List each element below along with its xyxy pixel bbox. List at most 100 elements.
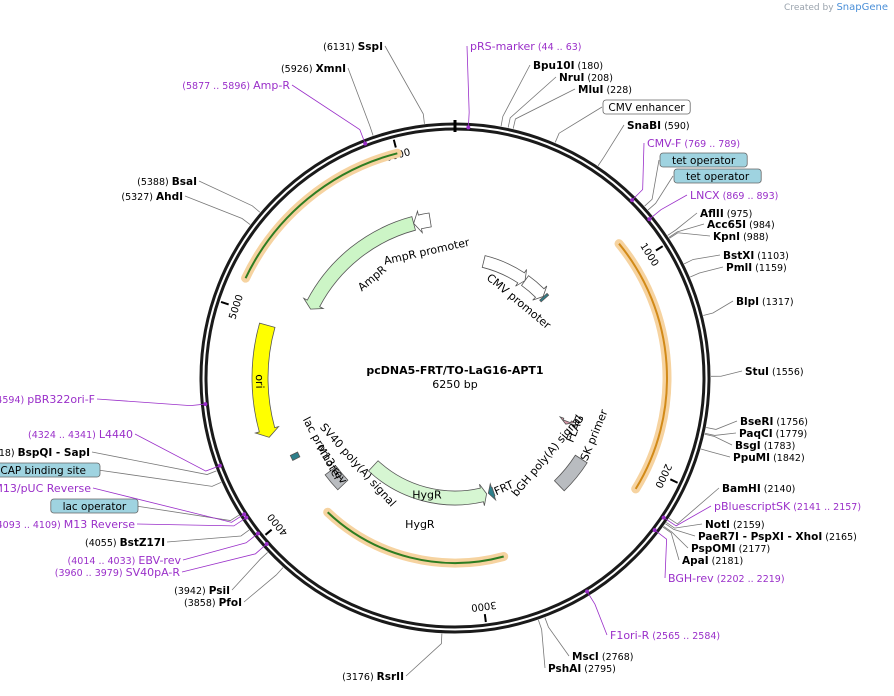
site-leader [91, 451, 217, 475]
site-name: BsaI [172, 176, 197, 188]
enzyme-site-label: AflII (975) [700, 208, 752, 220]
site-leader [644, 159, 660, 207]
cmv-enhancer-feature [481, 255, 527, 287]
enzyme-site-label: (3942) PsiI [174, 585, 230, 597]
site-leader [666, 522, 703, 529]
site-leader [654, 529, 668, 579]
primer-marker [203, 402, 208, 407]
enzyme-site-label: BstXI (1103) [723, 250, 789, 262]
site-leader [663, 525, 689, 549]
enzyme-site-label: BamHI (2140) [722, 483, 795, 495]
site-name: BamHI [722, 483, 761, 495]
site-position: (4055) [85, 538, 120, 549]
primer-label: (4014 .. 4033) EBV-rev [68, 554, 182, 567]
site-position: (1159) [752, 263, 787, 274]
primer-label: (4093 .. 4109) M13 Reverse [0, 518, 135, 531]
site-name: Amp-R [253, 79, 290, 92]
ampr-feature [302, 216, 416, 310]
primer-marker [363, 141, 368, 146]
site-name: pRS-marker [470, 40, 535, 53]
site-name: PsiI [209, 585, 230, 597]
scale-tick [483, 613, 487, 623]
site-name: PmlI [726, 262, 752, 274]
primer-marker [244, 515, 249, 520]
enzyme-site-label: PaqCI (1779) [739, 428, 807, 440]
primer-marker [652, 528, 657, 533]
site-position: (3942) [174, 586, 209, 597]
enzyme-site-label: MluI (228) [578, 84, 632, 96]
primer-label: (3960 .. 3979) SV40pA-R [55, 566, 181, 579]
site-position: (1842) [770, 453, 805, 464]
primer-label: BGH-rev (2202 .. 2219) [668, 572, 785, 585]
site-leader [704, 432, 737, 436]
site-position: (180) [575, 61, 604, 72]
orf-highlight [241, 148, 402, 283]
site-name: L4440 [99, 428, 133, 441]
site-leader [703, 300, 734, 316]
site-position: (44 .. 63) [535, 42, 582, 53]
site-position: (2768) [599, 652, 634, 663]
primer-marker [255, 531, 260, 536]
bgh-poly-a-signal-feature [553, 454, 588, 492]
sk-primer-label: SK primer [578, 407, 611, 463]
site-position: (5327) [121, 192, 156, 203]
feature-callout-box [659, 152, 748, 168]
site-leader [384, 45, 425, 124]
enzyme-site-label: (3176) RsrII [342, 671, 404, 683]
enzyme-site-label: PaeR7I - PspXI - XhoI (2165) [698, 531, 857, 543]
site-position: (2795) [581, 664, 616, 675]
site-leader [647, 175, 674, 211]
site-position: (2141 .. 2157) [790, 502, 861, 513]
site-name: PpuMI [733, 452, 770, 464]
enzyme-site-label: (5327) AhdI [121, 191, 183, 203]
site-leader [182, 533, 259, 561]
site-leader [554, 106, 603, 143]
enzyme-site-label: PshAI (2795) [548, 663, 616, 675]
primer-marker [661, 515, 666, 520]
site-leader [231, 552, 268, 591]
site-leader [243, 567, 284, 603]
site-position: (4093 .. 4109) [0, 520, 64, 531]
site-leader [136, 517, 247, 527]
scale-tick-label: 2000 [652, 462, 673, 490]
site-name: NotI [705, 519, 730, 531]
enzyme-site-label: KpnI (988) [713, 231, 769, 243]
site-name: AflII [700, 208, 724, 220]
site-position: (228) [603, 85, 632, 96]
feature-callout-label: CAP binding site [0, 465, 86, 477]
scale-tick [220, 301, 229, 306]
enzyme-site-label: (5388) BsaI [137, 176, 197, 188]
site-leader [690, 266, 724, 278]
site-name: PaqCI [739, 428, 773, 440]
site-name: PaeR7I - PspXI - XhoI [698, 531, 822, 543]
site-name: F1ori-R [610, 629, 650, 642]
site-position: (3176) [342, 672, 377, 683]
site-leader [669, 232, 711, 239]
feature-callout-box [0, 462, 101, 478]
plasmid-name: pcDNA5-FRT/TO-LaG16-APT1 [366, 364, 543, 377]
enzyme-site-label: BsgI (1783) [735, 440, 795, 452]
feature-callout-label: tet operator [672, 155, 736, 167]
ampr-promoter-label: AmpR promoter [383, 236, 472, 268]
credit-prefix: Created by [784, 3, 834, 13]
site-name: SnaBI [627, 120, 661, 132]
flag-feature [558, 415, 577, 425]
primer-label: (4324 .. 4341) L4440 [28, 428, 133, 441]
site-leader [706, 420, 738, 430]
enzyme-site-label: Bpu10I (180) [533, 60, 603, 72]
site-name: BstXI [723, 250, 754, 262]
site-name: LNCX [690, 189, 720, 202]
feature-callout-label: lac operator [63, 501, 127, 513]
primer-marker [217, 463, 222, 468]
feature-callout-box [602, 99, 691, 115]
site-position: (590) [661, 121, 690, 132]
site-name: KpnI [713, 231, 740, 243]
primer-label: (4575 .. 4594) pBR322ori-F [0, 393, 95, 406]
enzyme-site-label: SnaBI (590) [627, 120, 690, 132]
site-leader [667, 212, 698, 236]
site-name: BspQI - SapI [18, 447, 90, 459]
site-name: MscI [572, 651, 599, 663]
ori-label: ori [253, 374, 266, 389]
site-name: BsgI [735, 440, 761, 452]
